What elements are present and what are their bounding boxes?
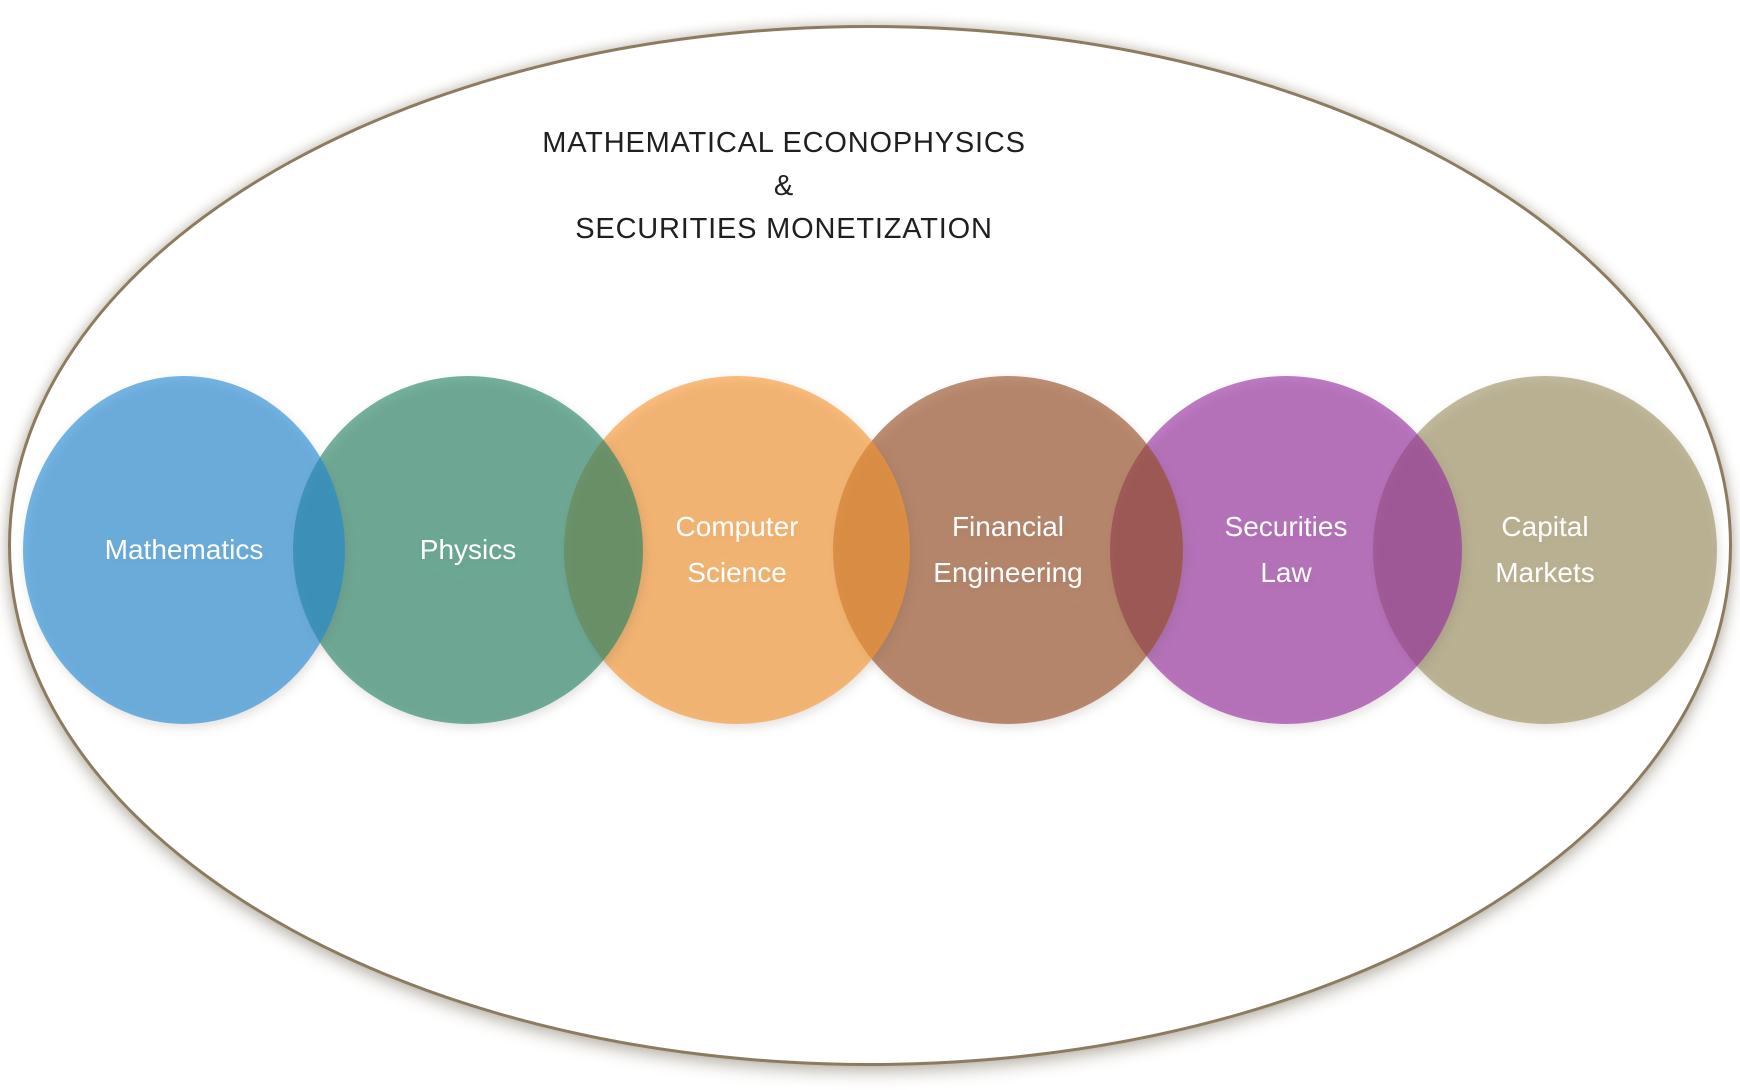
circle-label-securities-law: Securities Law [1224, 511, 1348, 588]
circle-capital-markets: Capital Markets [1373, 376, 1717, 724]
circle-physics: Physics [293, 376, 643, 724]
diagram-title: MATHEMATICAL ECONOPHYSICS & SECURITIES M… [542, 122, 1026, 251]
title-line-1: MATHEMATICAL ECONOPHYSICS [542, 127, 1026, 159]
circle-label-capital-markets: Capital Markets [1495, 511, 1595, 588]
circle-label-mathematics: Mathematics [104, 534, 264, 565]
circle-mathematics: Mathematics [23, 376, 345, 724]
circle-label-physics: Physics [419, 534, 517, 565]
title-line-2: SECURITIES MONETIZATION [575, 213, 993, 245]
circle-label-financial-engineering: Financial Engineering [933, 511, 1083, 588]
title-ampersand: & [773, 170, 795, 202]
circle-label-computer-science: Computer Science [675, 511, 799, 588]
